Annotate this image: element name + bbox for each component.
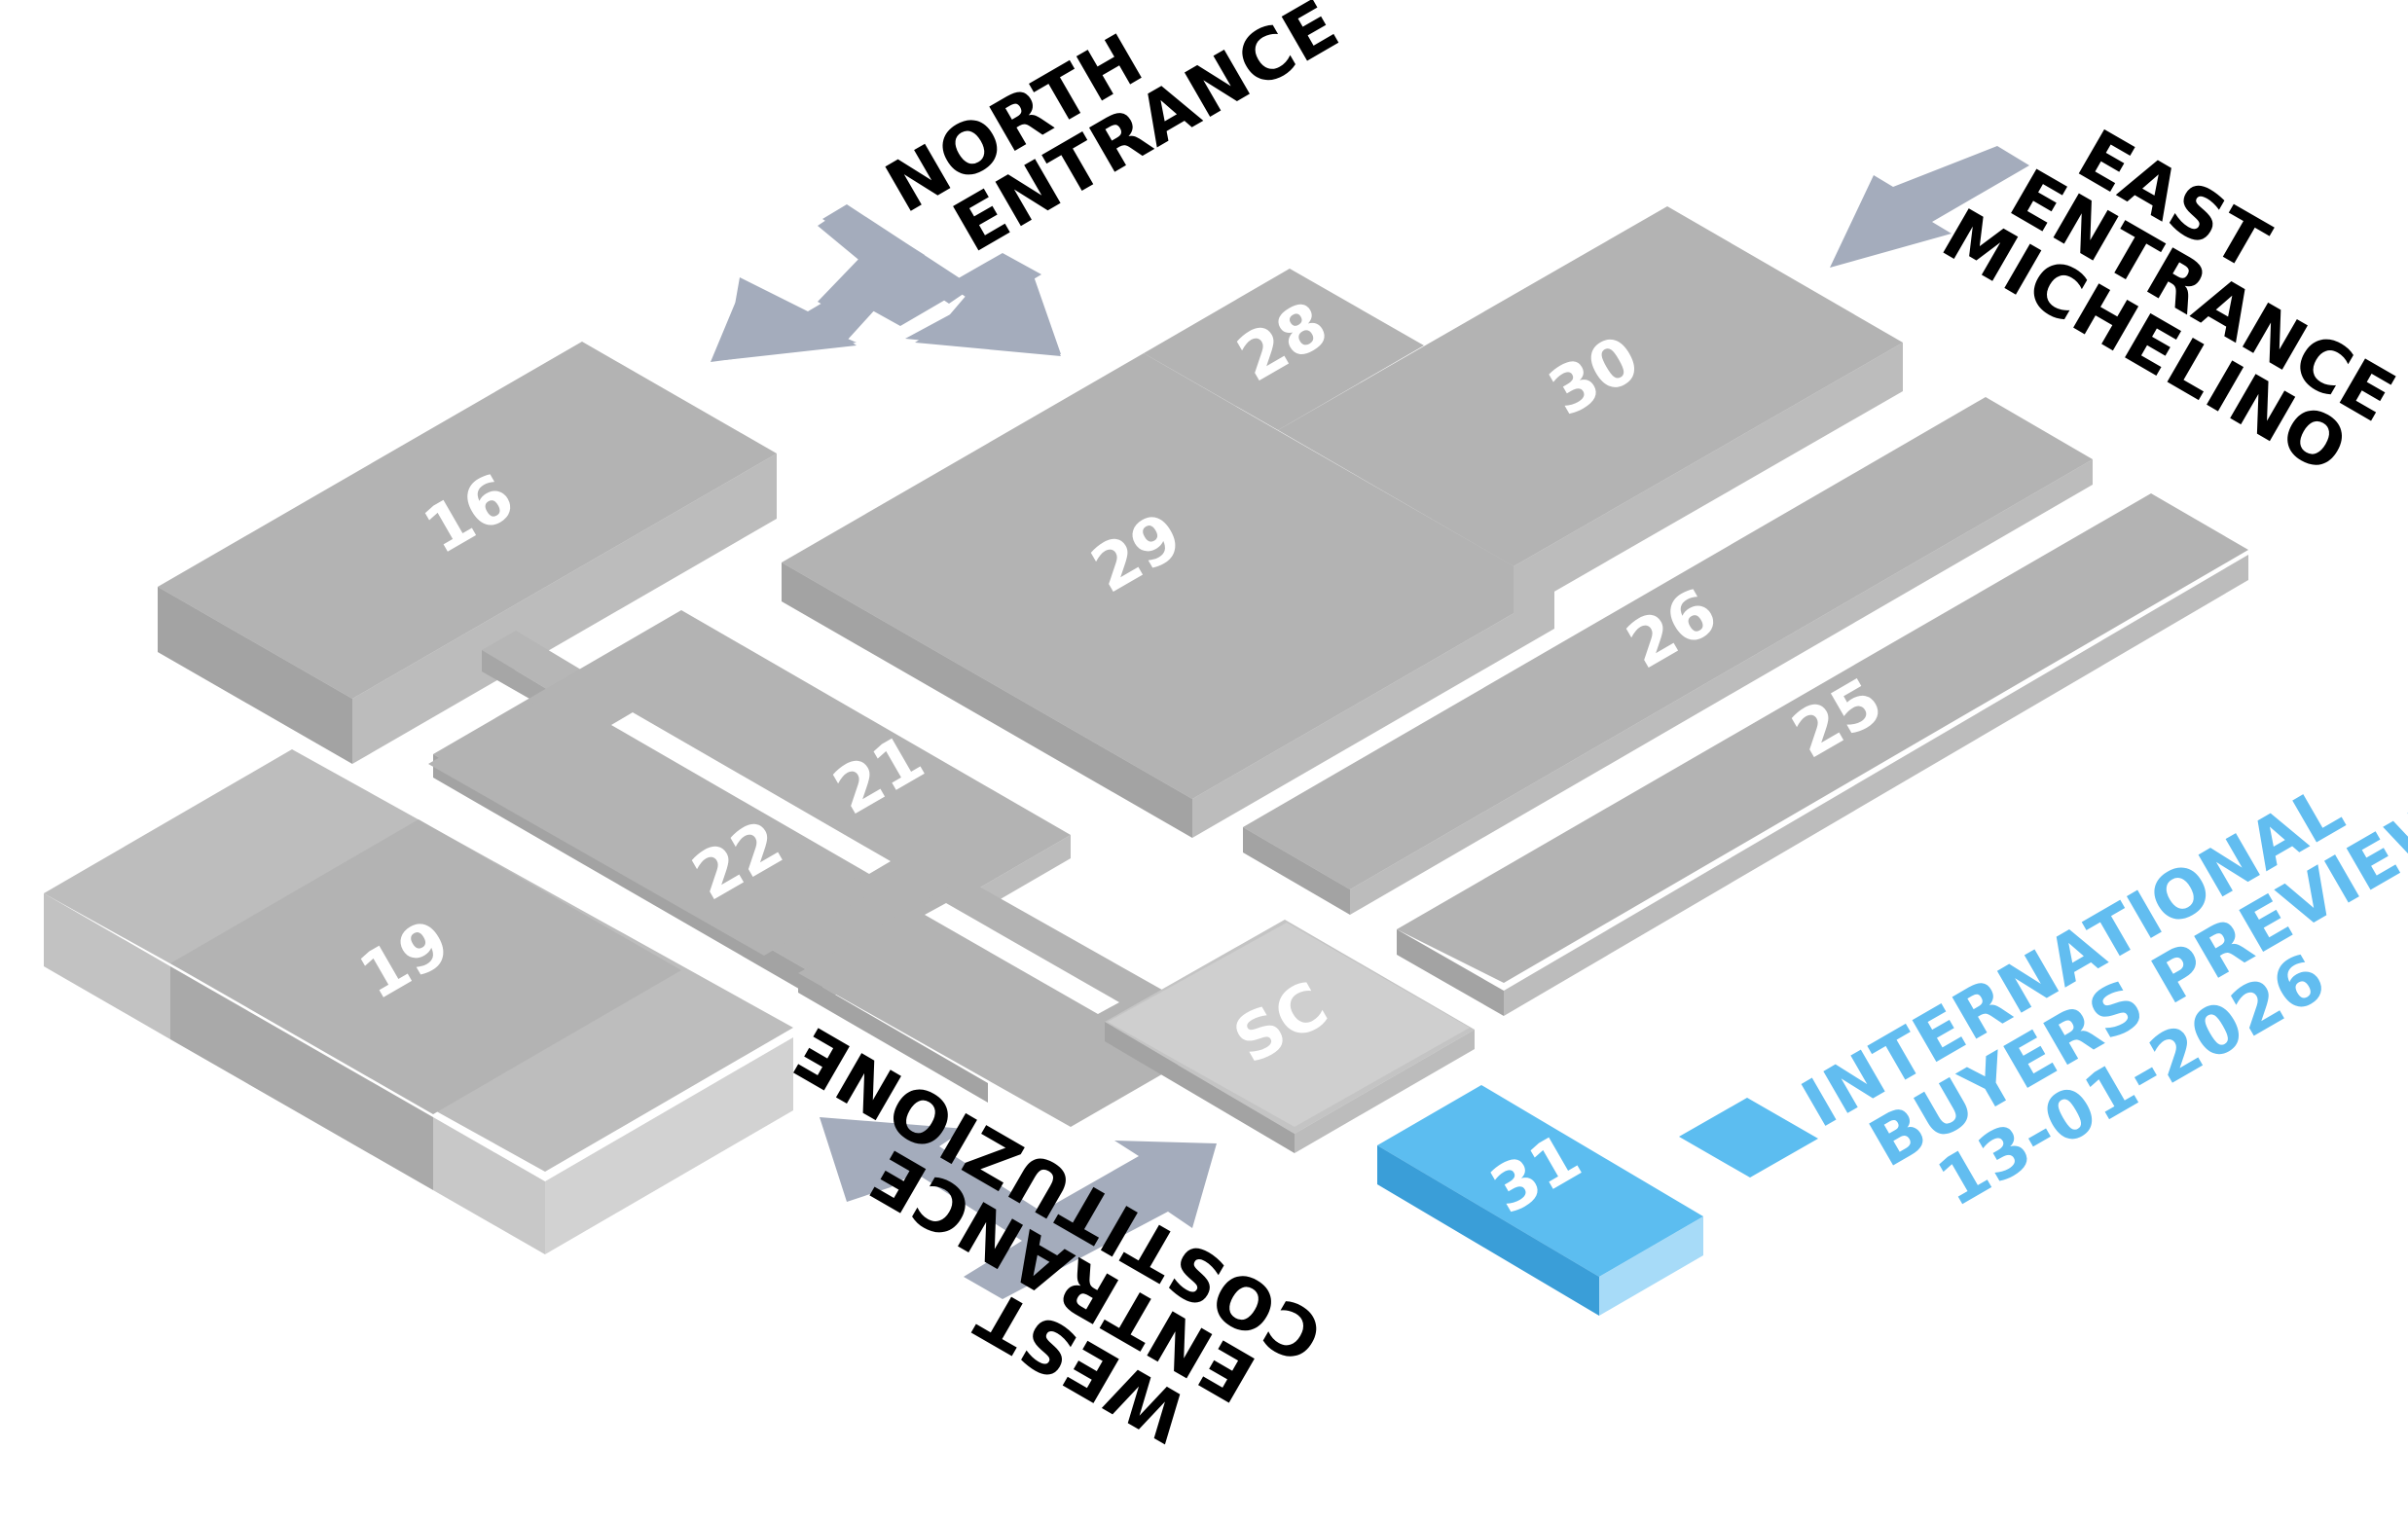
hall-22[interactable]: 22 (428, 699, 876, 956)
hall-31[interactable]: 31 (1377, 1085, 1703, 1316)
hall-19[interactable]: 19 (44, 749, 793, 1254)
legend-swatch (1679, 1098, 1818, 1178)
west-entrance-arrow (820, 1117, 1217, 1299)
connector-16-21 (482, 631, 584, 710)
hall-25[interactable]: 25 (1392, 493, 2248, 1016)
hall-28[interactable]: 28 (1144, 269, 1424, 430)
east-entrance-arrow (1830, 146, 2029, 268)
north-arrow-shape (725, 204, 1061, 360)
hall-sc[interactable]: SC (1105, 920, 1475, 1153)
hall-16[interactable]: 16 (158, 342, 777, 764)
north-entrance-label: NORTH ENTRANCE (873, 0, 1353, 268)
hall-block-small (798, 878, 1236, 1127)
hall-30[interactable]: 30 (1278, 206, 1903, 615)
hall-29[interactable]: 29 (782, 353, 1554, 838)
